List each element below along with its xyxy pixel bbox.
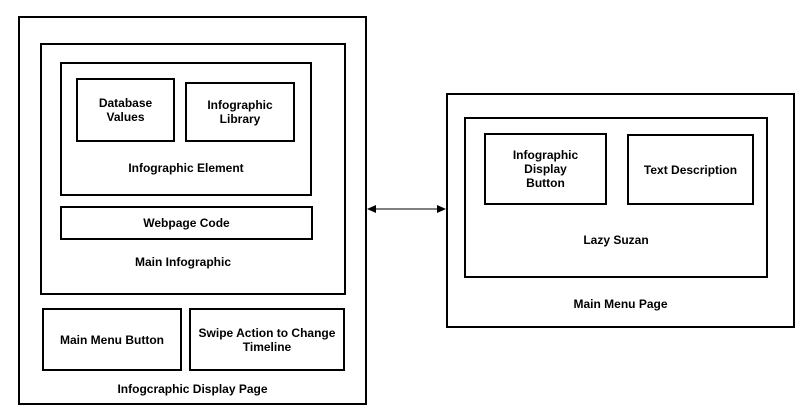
swipe-action-label: Swipe Action to Change Timeline: [198, 325, 336, 354]
database-values-label: Database Values: [98, 96, 153, 124]
infographic-display-button-label: Infographic Display Button: [512, 148, 579, 190]
webpage-code-label: Webpage Code: [143, 216, 230, 230]
arrow-head-left: [367, 205, 376, 213]
main-infographic-label: Main Infographic: [135, 255, 231, 269]
arrow-head-right: [437, 205, 446, 213]
infographic-display-button-box: Infographic Display Button: [484, 133, 607, 205]
infographic-library-label: Infographic Library: [207, 98, 273, 126]
webpage-code-box: Webpage Code: [60, 206, 313, 240]
swipe-action-box: Swipe Action to Change Timeline: [189, 308, 345, 371]
lazy-suzan-label: Lazy Suzan: [583, 233, 649, 247]
infographic-library-box: Infographic Library: [185, 82, 295, 142]
text-description-box: Text Description: [627, 134, 754, 205]
display-page-label: Infogcraphic Display Page: [117, 382, 268, 396]
database-values-box: Database Values: [76, 78, 175, 142]
text-description-label: Text Description: [643, 162, 738, 177]
main-menu-page-label: Main Menu Page: [573, 297, 668, 311]
main-menu-button-label: Main Menu Button: [60, 332, 164, 347]
main-menu-button-box: Main Menu Button: [42, 308, 182, 371]
infographic-element-label: Infographic Element: [128, 161, 244, 175]
